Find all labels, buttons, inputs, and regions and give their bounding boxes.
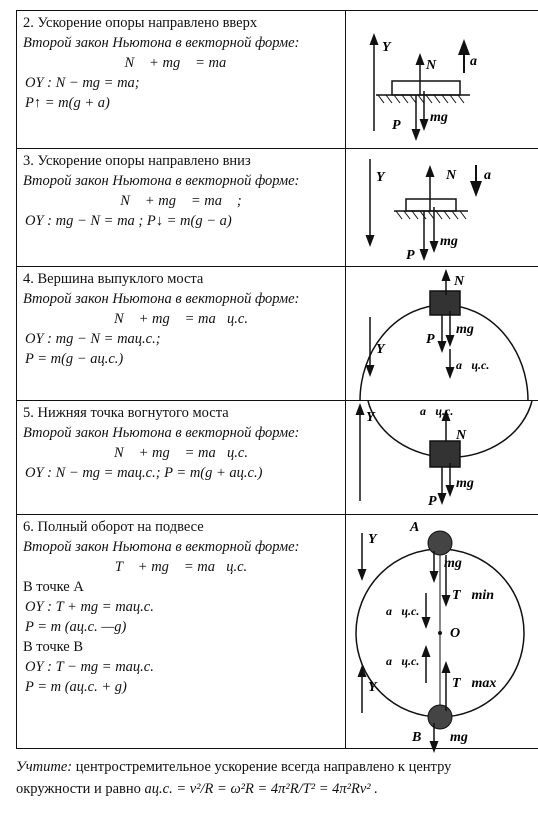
hatching	[377, 94, 465, 104]
note-text: центростремительное ускорение всегда нап…	[16, 759, 452, 797]
row-subtitle: Второй закон Ньютона в векторной форме:	[23, 291, 300, 307]
ball-bottom	[427, 704, 453, 730]
row-title: 3. Ускорение опоры направлено вниз	[23, 153, 251, 169]
physics-table: 2. Ускорение опоры направлено вверх Втор…	[16, 10, 538, 753]
y-label: Y	[382, 40, 392, 55]
equation: P = m (aц.с. + g)	[25, 679, 127, 695]
note-formula: aц.с. = v²/R = ω²R = 4π²R/T² = 4π²Rν² .	[144, 781, 378, 797]
row-subtitle: Второй закон Ньютона в векторной форме:	[23, 425, 300, 441]
equation: P = m(g − aц.с.)	[25, 351, 124, 367]
y-bottom-label: Y	[368, 680, 378, 695]
note-paragraph: Учтите: центростремительное ускорение вс…	[16, 756, 524, 800]
p-label: P⃗	[406, 248, 425, 263]
point-b-heading: В точке В	[23, 639, 84, 655]
y-label: Y	[366, 410, 376, 425]
bridge-arc	[359, 304, 529, 402]
full-rotation-diagram: A B O Y Y mg⃗ T⃗min a⃗ц.с. a⃗ц.с. T⃗max …	[355, 520, 525, 753]
block	[391, 80, 461, 96]
row-2-figure: Y N⃗ a⃗ P⃗ mg⃗	[345, 10, 538, 149]
equation: N⃗ + mg⃗ = ma⃗ц.с.	[114, 445, 248, 461]
row-3-figure: Y N⃗ a⃗ P⃗ mg⃗	[345, 148, 538, 267]
equation: P = m (aц.с. —g)	[25, 619, 127, 635]
n-label: N⃗	[425, 58, 447, 73]
a-label: a⃗ц.с.	[420, 404, 453, 418]
row-title: 4. Вершина выпуклого моста	[23, 271, 204, 287]
tmin-label: T⃗min	[452, 588, 494, 603]
a-label: a⃗ц.с.	[456, 358, 489, 372]
row-2-text: 2. Ускорение опоры направлено вверх Втор…	[16, 10, 346, 149]
center-point	[438, 631, 442, 635]
p-label: P⃗	[392, 118, 411, 133]
table-row: 3. Ускорение опоры направлено вниз Второ…	[16, 148, 538, 267]
point-b-label: B	[411, 730, 421, 745]
p-label: P⃗	[426, 332, 445, 347]
concave-bridge-diagram: Y a⃗ц.с. N⃗ P⃗ mg⃗	[355, 400, 533, 509]
y-top-label: Y	[368, 532, 378, 547]
mg-top-label: mg⃗	[444, 556, 473, 571]
a-label: a⃗	[484, 168, 502, 183]
row-title: 5. Нижняя точка вогнутого моста	[23, 405, 229, 421]
hatching	[395, 210, 467, 220]
tmax-label: T⃗max	[452, 676, 496, 691]
table-row: 4. Вершина выпуклого моста Второй закон …	[16, 266, 538, 402]
row-5-figure: Y a⃗ц.с. N⃗ P⃗ mg⃗	[345, 400, 538, 515]
equation: OY : mg − N = maц.с.;	[25, 331, 161, 347]
note-lead: Учтите:	[16, 759, 73, 775]
row-subtitle: Второй закон Ньютона в векторной форме:	[23, 173, 300, 189]
equation: N⃗ + mg⃗ = ma⃗ ;	[120, 193, 242, 209]
point-a-label: A	[409, 520, 419, 535]
equation: OY : T − mg = maц.с.	[25, 659, 154, 675]
y-label: Y	[376, 170, 386, 185]
convex-bridge-diagram: Y N⃗ P⃗ mg⃗ a⃗ц.с.	[359, 269, 529, 402]
equation: OY : mg − N = ma ; P↓ = m(g − a)	[25, 213, 232, 229]
support-down-diagram: Y N⃗ a⃗ P⃗ mg⃗	[365, 159, 502, 263]
row-4-text: 4. Вершина выпуклого моста Второй закон …	[16, 266, 346, 401]
row-6-text: 6. Полный оборот на подвесе Второй закон…	[16, 514, 346, 749]
point-o-label: O	[450, 626, 460, 641]
mg-label: mg⃗	[430, 110, 459, 125]
y-label: Y	[376, 342, 386, 357]
equation: N⃗ + mg⃗ = ma⃗	[124, 55, 238, 71]
row-4-figure: Y N⃗ P⃗ mg⃗ a⃗ц.с.	[345, 266, 538, 402]
equation: OY : N − mg = ma;	[25, 75, 140, 91]
n-label: N⃗	[455, 428, 477, 443]
mg-bottom-label: mg⃗	[450, 730, 479, 745]
table-row: 6. Полный оборот на подвесе Второй закон…	[16, 514, 538, 753]
row-subtitle: Второй закон Ньютона в векторной форме:	[23, 539, 300, 555]
ball-top	[427, 530, 453, 556]
block	[405, 198, 457, 212]
row-6-figure: A B O Y Y mg⃗ T⃗min a⃗ц.с. a⃗ц.с. T⃗max …	[345, 514, 538, 753]
support-up-diagram: Y N⃗ a⃗ P⃗ mg⃗	[369, 33, 488, 141]
mg-label: mg⃗	[440, 234, 469, 249]
a-bottom-label: a⃗ц.с.	[386, 654, 419, 668]
row-3-text: 3. Ускорение опоры направлено вниз Второ…	[16, 148, 346, 267]
equation: OY : N − mg = maц.с.; P = m(g + aц.с.)	[25, 465, 263, 481]
table-row: 2. Ускорение опоры направлено вверх Втор…	[16, 10, 538, 149]
mg-label: mg⃗	[456, 476, 485, 491]
block	[429, 440, 461, 468]
row-subtitle: Второй закон Ньютона в векторной форме:	[23, 35, 300, 51]
point-a-heading: В точке А	[23, 579, 84, 595]
equation: T⃗ + mg⃗ = ma⃗ц.с.	[114, 559, 248, 575]
table-row: 5. Нижняя точка вогнутого моста Второй з…	[16, 400, 538, 515]
equation: N⃗ + mg⃗ = ma⃗ц.с.	[114, 311, 248, 327]
p-label: P⃗	[428, 494, 447, 509]
mg-label: mg⃗	[456, 322, 485, 337]
equation: OY : T + mg = maц.с.	[25, 599, 154, 615]
equation: P↑ = m(g + a)	[25, 95, 110, 111]
row-5-text: 5. Нижняя точка вогнутого моста Второй з…	[16, 400, 346, 515]
row-title: 6. Полный оборот на подвесе	[23, 519, 204, 535]
n-label: N⃗	[445, 168, 467, 183]
a-label: a⃗	[470, 54, 488, 69]
block	[429, 290, 461, 316]
row-title: 2. Ускорение опоры направлено вверх	[23, 15, 258, 31]
a-top-label: a⃗ц.с.	[386, 604, 419, 618]
n-label: N⃗	[453, 274, 475, 289]
